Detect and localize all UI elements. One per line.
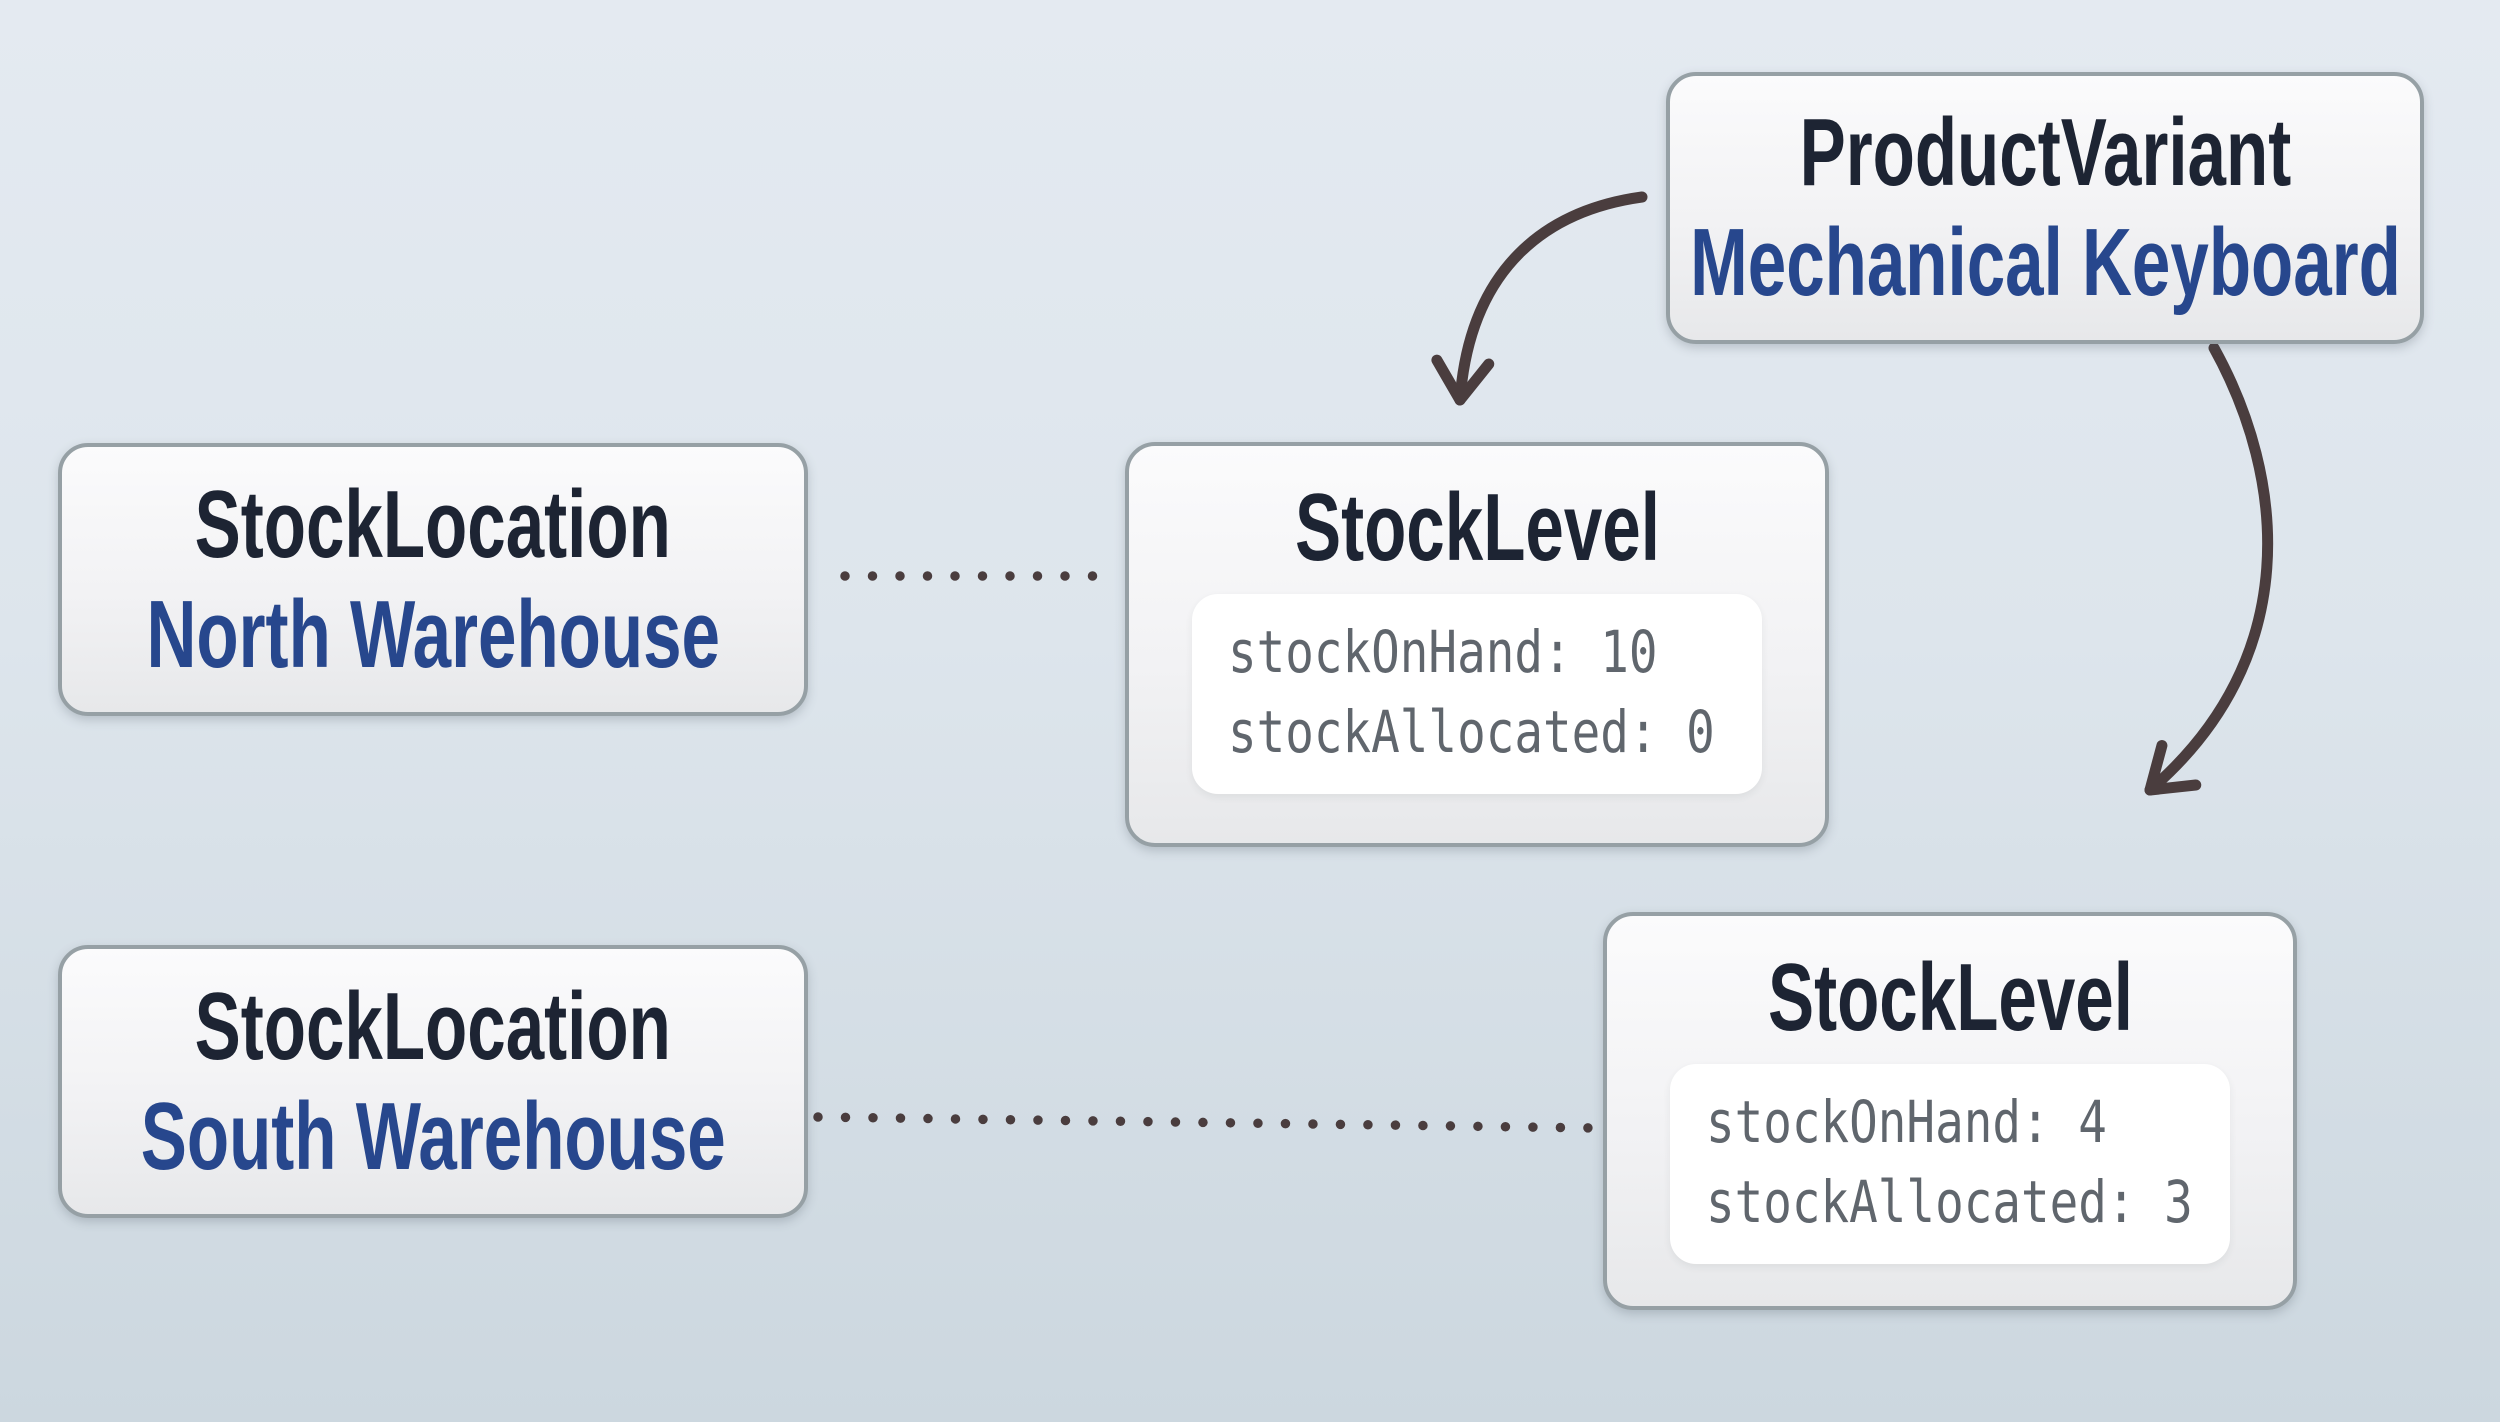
arrow-productvariant-to-stocklevel-south bbox=[2144, 342, 2274, 796]
entity-instance-label: South Warehouse bbox=[140, 1082, 726, 1190]
stock-allocated-field: stockAllocated: 3 bbox=[1706, 1168, 2193, 1236]
arrow-productvariant-to-stocklevel-north bbox=[1431, 191, 1648, 406]
stock-fields-panel: stockOnHand: 10 stockAllocated: 0 bbox=[1192, 594, 1762, 794]
entity-type-label: StockLevel bbox=[1294, 474, 1660, 581]
node-stock-location-north: StockLocation North Warehouse bbox=[58, 443, 808, 716]
node-stock-level-south: StockLevel stockOnHand: 4 stockAllocated… bbox=[1603, 912, 2297, 1310]
stock-on-hand-field: stockOnHand: 10 bbox=[1228, 618, 1658, 686]
entity-type-label: StockLocation bbox=[194, 972, 672, 1080]
node-stock-level-north: StockLevel stockOnHand: 10 stockAllocate… bbox=[1125, 442, 1829, 847]
entity-type-label: StockLevel bbox=[1767, 944, 2133, 1051]
stock-fields-panel: stockOnHand: 4 stockAllocated: 3 bbox=[1670, 1064, 2230, 1264]
entity-type-label: StockLocation bbox=[194, 470, 672, 578]
stock-allocated-field: stockAllocated: 0 bbox=[1228, 698, 1715, 766]
entity-instance-label: Mechanical Keyboard bbox=[1689, 209, 2401, 316]
entity-instance-label: North Warehouse bbox=[146, 580, 720, 688]
stock-on-hand-field: stockOnHand: 4 bbox=[1706, 1088, 2107, 1156]
node-product-variant: ProductVariant Mechanical Keyboard bbox=[1666, 72, 2424, 344]
dotted-link-stocklocation-south-to-stocklevel-south bbox=[813, 1112, 1602, 1133]
node-stock-location-south: StockLocation South Warehouse bbox=[58, 945, 808, 1218]
entity-type-label: ProductVariant bbox=[1799, 99, 2291, 206]
